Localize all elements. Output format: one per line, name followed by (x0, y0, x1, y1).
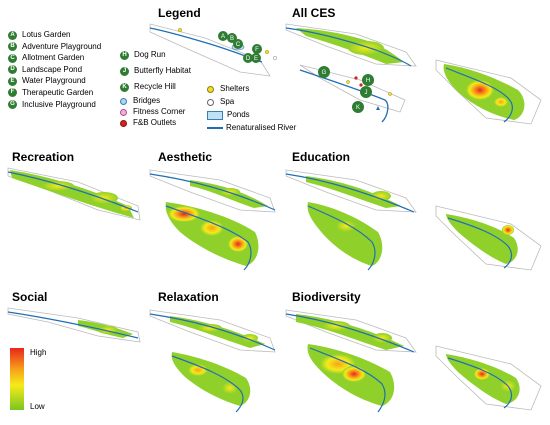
features_right-item-h: H Dog Run (120, 50, 191, 60)
feature-label: Allotment Garden (22, 53, 85, 63)
facility-item-ponds: Ponds (207, 110, 296, 120)
feature-code-badge: K (120, 82, 129, 92)
features_left-item-e: E Water Playground (8, 76, 101, 86)
facility-dot-icon (120, 108, 127, 116)
education-title: Education (292, 150, 351, 164)
relaxation-heatmap (149, 309, 276, 413)
river-line-icon (207, 127, 223, 129)
facility-label: Renaturalised River (226, 123, 297, 132)
feature-code-badge: F (8, 88, 17, 98)
feature-code-badge: E (8, 76, 17, 86)
features_left-item-b: B Adventure Playground (8, 42, 101, 52)
feature-label: Therapeutic Garden (22, 87, 94, 97)
facility-item-bridges: Bridges (120, 96, 185, 106)
facility-label: Shelters (220, 84, 250, 93)
map-marker-b: B (230, 36, 234, 42)
aesthetic-heatmap (149, 169, 276, 271)
feature-label: Dog Run (134, 50, 166, 59)
relaxation-title: Relaxation (158, 290, 219, 304)
feature-code-badge: D (8, 65, 17, 75)
feature-code-badge: C (8, 53, 17, 63)
facility-label: Bridges (133, 96, 161, 105)
map-marker-e: E (254, 56, 258, 62)
recreation-title: Recreation (12, 150, 75, 164)
features_left-item-d: D Landscape Pond (8, 65, 101, 75)
facility-label: Ponds (227, 110, 250, 119)
facility-item-renaturalised-river: Renaturalised River (207, 123, 296, 133)
features_left-item-f: F Therapeutic Garden (8, 88, 101, 98)
features_left-item-c: C Allotment Garden (8, 53, 101, 63)
facility-item-fitness-corner: Fitness Corner (120, 107, 185, 117)
feature-label: Inclusive Playground (22, 99, 96, 109)
social-heatmap (7, 307, 141, 343)
feature-code-badge: H (120, 50, 129, 60)
recreation-heatmap (7, 167, 141, 221)
feature-label: Butterfly Habitat (134, 66, 191, 75)
map-marker-j: J (365, 90, 368, 96)
features_left-item-g: G Inclusive Playground (8, 100, 101, 110)
feature-label: Landscape Pond (22, 64, 83, 74)
features_right-item-k: K Recycle Hill (120, 82, 191, 92)
features_right-item-j: J Butterfly Habitat (120, 66, 191, 76)
feature-label: Adventure Playground (22, 41, 102, 51)
map-marker-d: D (246, 56, 251, 62)
legend-park-map-lower: G H J K (299, 64, 406, 123)
facility-label: F&B Outlets (133, 118, 177, 127)
education-heatmap (285, 169, 542, 271)
map-marker-h: H (366, 78, 370, 84)
legend-title: Legend (158, 6, 201, 20)
map-marker-k: K (356, 105, 360, 111)
map-marker-c: C (236, 42, 241, 48)
feature-label: Recycle Hill (134, 82, 176, 91)
scale-high-label: High (30, 348, 47, 357)
pond-swatch-icon (207, 110, 223, 120)
facility-dot-icon (207, 98, 214, 106)
feature-code-badge: J (120, 66, 129, 76)
all-ces-heatmap (285, 23, 542, 125)
facility-dot-icon (120, 119, 127, 127)
legend-park-map: A B C D E F (149, 23, 277, 77)
feature-code-badge: B (8, 42, 17, 52)
social-title: Social (12, 290, 48, 304)
map-marker-f: F (255, 47, 259, 53)
scale-low-label: Low (30, 402, 45, 411)
biodiversity-heatmap (285, 309, 542, 413)
scale-gradient-bar (10, 348, 24, 410)
feature-code-badge: A (8, 30, 17, 40)
facility-item-f-b-outlets: F&B Outlets (120, 118, 185, 128)
feature-label: Lotus Garden (22, 30, 71, 39)
facility-label: Fitness Corner (133, 107, 186, 116)
facility-label: Spa (220, 97, 235, 106)
feature-code-badge: G (8, 100, 17, 110)
features_left-item-a: A Lotus Garden (8, 30, 101, 40)
facility-dot-icon (207, 85, 214, 93)
map-marker-g: G (322, 70, 327, 76)
feature-label: Water Playground (22, 76, 86, 86)
all-ces-title: All CES (292, 6, 336, 20)
facility-item-shelters: Shelters (207, 84, 296, 94)
aesthetic-title: Aesthetic (158, 150, 213, 164)
biodiversity-title: Biodiversity (292, 290, 361, 304)
facility-item-spa: Spa (207, 97, 296, 107)
map-marker-a: A (221, 34, 225, 40)
facility-dot-icon (120, 97, 127, 105)
